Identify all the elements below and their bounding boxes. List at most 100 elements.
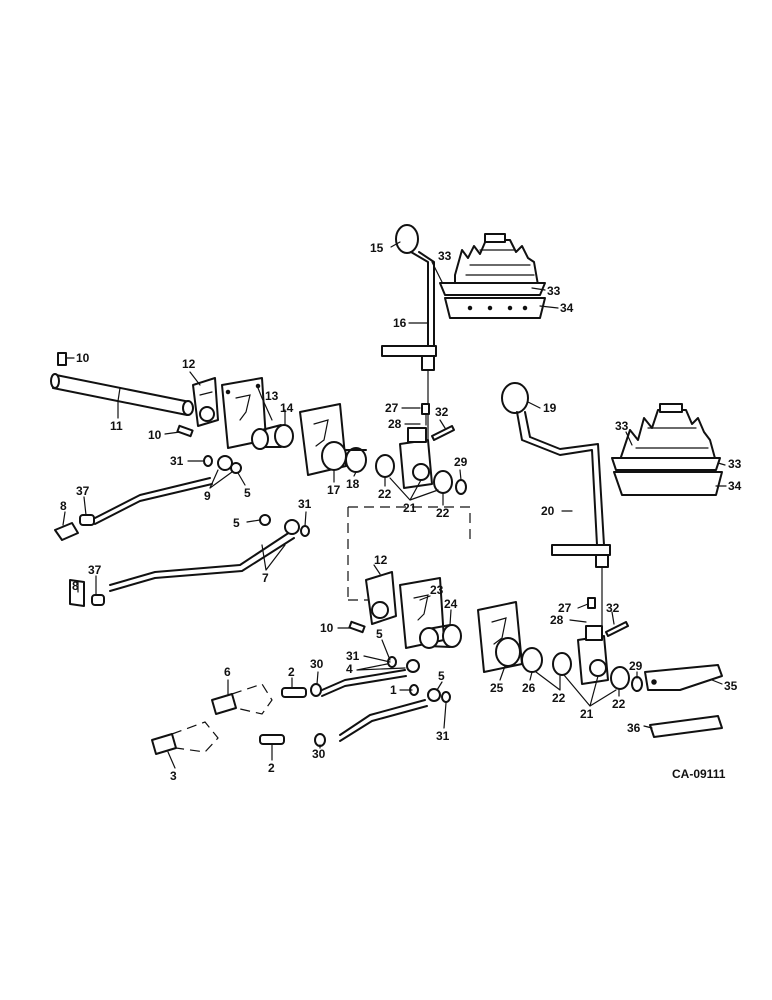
pin-10-lower (348, 620, 366, 634)
callout-2: 2 (268, 761, 275, 775)
pin-27-b (587, 597, 596, 609)
bushing-14 (251, 424, 294, 450)
rod-7 (69, 514, 310, 607)
callout-20: 20 (541, 504, 555, 518)
callout-28: 28 (550, 613, 564, 627)
bushing-22-d (610, 666, 630, 690)
leader-lines (62, 241, 727, 769)
bracket-12-upper (192, 377, 219, 427)
callout-33: 33 (438, 249, 452, 263)
callout-34: 34 (728, 479, 742, 493)
callout-1: 1 (390, 683, 397, 697)
pin-27-a (421, 403, 430, 415)
callout-7: 7 (262, 571, 269, 585)
block-3 (151, 721, 219, 755)
callout-25: 25 (490, 681, 504, 695)
callout-19: 19 (543, 401, 557, 415)
callout-22: 22 (612, 697, 626, 711)
block-6 (211, 683, 273, 715)
bushing-22-b (433, 470, 453, 494)
shift-boot-upper (439, 233, 546, 319)
callout-2: 2 (288, 665, 295, 679)
callout-28: 28 (388, 417, 402, 431)
plate-25 (477, 601, 523, 673)
callout-33: 33 (547, 284, 561, 298)
callout-8: 8 (72, 579, 79, 593)
callout-30: 30 (312, 747, 326, 761)
callout-3: 3 (170, 769, 177, 783)
callout-32: 32 (606, 601, 620, 615)
callout-22: 22 (436, 506, 450, 520)
callout-5: 5 (233, 516, 240, 530)
callout-26: 26 (522, 681, 536, 695)
callout-11: 11 (110, 419, 123, 433)
callout-12: 12 (182, 357, 196, 371)
callout-27: 27 (558, 601, 572, 615)
rod-1 (339, 684, 451, 742)
plate-36 (649, 715, 723, 738)
callout-29: 29 (629, 659, 643, 673)
plate-35 (644, 664, 723, 691)
callout-23: 23 (430, 583, 444, 597)
bolt-32-b (605, 621, 629, 637)
callout-31: 31 (346, 649, 360, 663)
callout-labels: 15 33 33 34 16 10 12 13 14 11 10 27 32 2… (60, 241, 742, 783)
callout-10: 10 (148, 428, 162, 442)
bolt-32-a (431, 425, 455, 441)
callout-8: 8 (60, 499, 67, 513)
fitting-2-a (281, 683, 322, 698)
callout-12: 12 (374, 553, 388, 567)
callout-30: 30 (310, 657, 324, 671)
callout-32: 32 (435, 405, 449, 419)
bushing-18 (345, 447, 367, 473)
callout-27: 27 (385, 401, 399, 415)
shift-boot-lower (611, 403, 723, 496)
rod-9 (54, 455, 242, 541)
callout-34: 34 (560, 301, 574, 315)
callout-36: 36 (627, 721, 641, 735)
callout-6: 6 (224, 665, 231, 679)
callout-10: 10 (76, 351, 90, 365)
rod-4 (321, 656, 420, 697)
washer-29-b (631, 676, 643, 692)
bushing-22-a (375, 454, 395, 478)
callout-35: 35 (724, 679, 738, 693)
callout-31: 31 (436, 729, 450, 743)
callout-17: 17 (327, 483, 341, 497)
bushing-24 (419, 624, 462, 649)
callout-15: 15 (370, 241, 384, 255)
washer-29-a (455, 479, 467, 495)
fitting-2-b (259, 733, 326, 747)
callout-13: 13 (265, 389, 279, 403)
bushing-22-c (552, 652, 572, 676)
callout-18: 18 (346, 477, 360, 491)
bushing-26 (521, 647, 543, 673)
callout-22: 22 (378, 487, 392, 501)
callout-21: 21 (580, 707, 594, 721)
callout-14: 14 (280, 401, 294, 415)
callout-37: 37 (76, 484, 90, 498)
drawing-code: CA-09111 (672, 767, 726, 781)
bracket-12-lower (365, 571, 397, 625)
callout-22: 22 (552, 691, 566, 705)
shift-lever-20 (501, 382, 611, 626)
plate-17 (299, 403, 347, 476)
callout-33: 33 (728, 457, 742, 471)
callout-37: 37 (88, 563, 102, 577)
callout-29: 29 (454, 455, 468, 469)
lock-21-lower (577, 625, 609, 685)
callout-16: 16 (393, 316, 407, 330)
callout-9: 9 (204, 489, 211, 503)
callout-31: 31 (298, 497, 312, 511)
callout-21: 21 (403, 501, 417, 515)
callout-10: 10 (320, 621, 334, 635)
callout-33: 33 (615, 419, 629, 433)
shaft-11 (50, 352, 194, 438)
callout-5: 5 (376, 627, 383, 641)
lock-21-upper (399, 414, 433, 489)
callout-31: 31 (170, 454, 184, 468)
callout-24: 24 (444, 597, 458, 611)
callout-5: 5 (244, 486, 251, 500)
callout-4: 4 (346, 662, 353, 676)
